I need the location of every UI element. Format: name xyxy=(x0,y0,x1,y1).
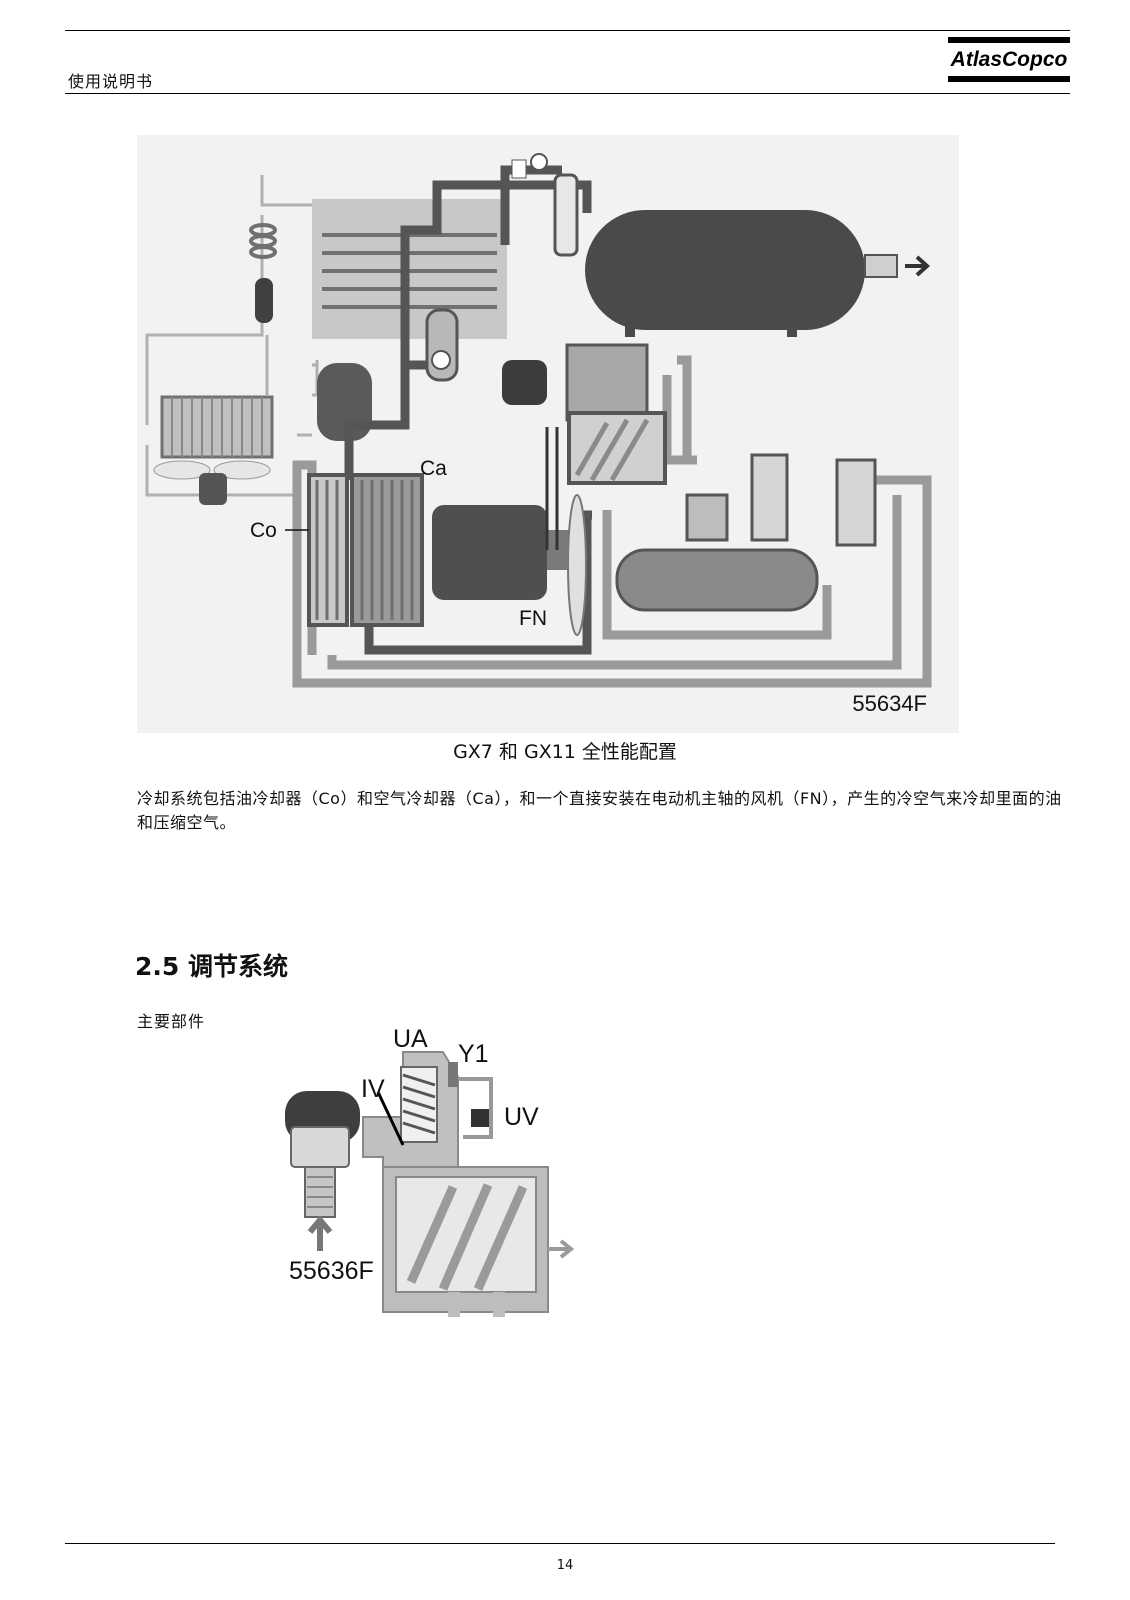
page-number: 14 xyxy=(556,1558,574,1573)
header-title: 使用说明书 xyxy=(68,72,154,91)
label-uv: UV xyxy=(504,1103,539,1131)
logo-text: AtlasCopco xyxy=(950,48,1068,71)
footer-rule xyxy=(65,1543,1055,1544)
regulating-system-diagram: UA Y1 IV UV 55636F xyxy=(285,1027,575,1317)
label-ua: UA xyxy=(393,1027,428,1053)
figure1-id: 55634F xyxy=(852,691,927,716)
label-iv: IV xyxy=(361,1075,385,1103)
figure1-caption: GX7 和 GX11 全性能配置 xyxy=(453,741,677,763)
section-title: 2.5 调节系统 xyxy=(135,952,288,981)
cooling-system-diagram: Ca Co FN 55634F xyxy=(137,135,959,733)
label-ca: Ca xyxy=(420,457,447,480)
body-paragraph: 冷却系统包括油冷却器（Co）和空气冷却器（Ca），和一个直接安装在电动机主轴的风… xyxy=(137,789,1062,832)
label-y1: Y1 xyxy=(458,1040,489,1068)
section-subtitle: 主要部件 xyxy=(137,1012,206,1031)
atlas-copco-logo: AtlasCopco xyxy=(948,37,1070,82)
label-fn: FN xyxy=(519,607,547,630)
header-bottom-rule xyxy=(65,93,1070,94)
label-co: Co xyxy=(250,519,277,542)
figure2-id: 55636F xyxy=(289,1257,374,1285)
header-top-rule xyxy=(65,30,1070,31)
